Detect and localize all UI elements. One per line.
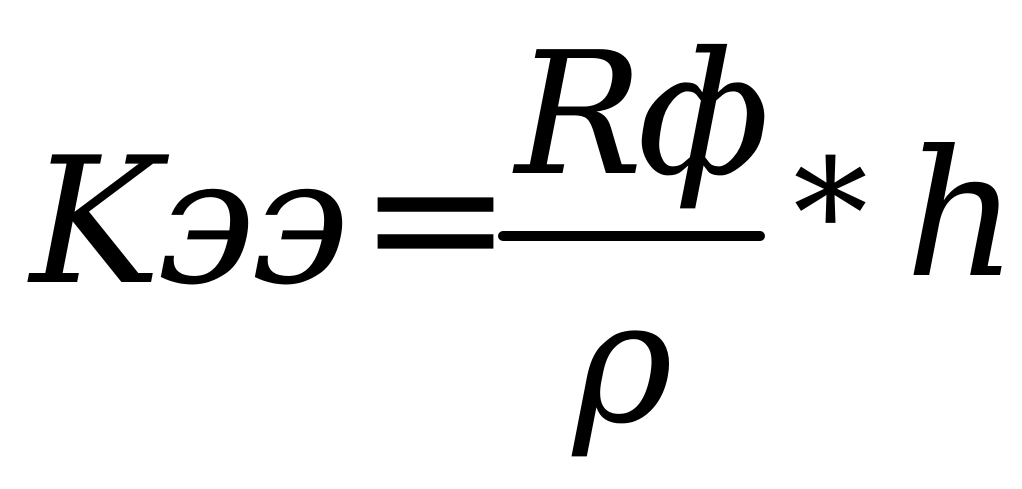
fraction-numerator: Rф — [515, 16, 770, 214]
multiplier-variable: h — [905, 114, 1018, 317]
equals-sign: = — [358, 109, 514, 325]
formula-lhs: Kээ — [30, 121, 349, 324]
fraction: Rф ρ — [495, 16, 770, 470]
fraction-bar — [498, 231, 765, 241]
fraction-denominator: ρ — [573, 264, 673, 462]
multiplication-operator: * — [793, 128, 868, 302]
